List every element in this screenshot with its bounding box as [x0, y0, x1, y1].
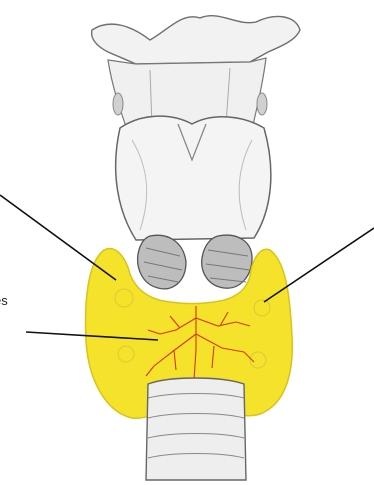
partial-label-left: es — [0, 294, 8, 307]
thyroid-cartilage — [116, 116, 271, 240]
leader-line-upper-left — [0, 195, 116, 280]
hyoid-bone — [92, 16, 300, 64]
